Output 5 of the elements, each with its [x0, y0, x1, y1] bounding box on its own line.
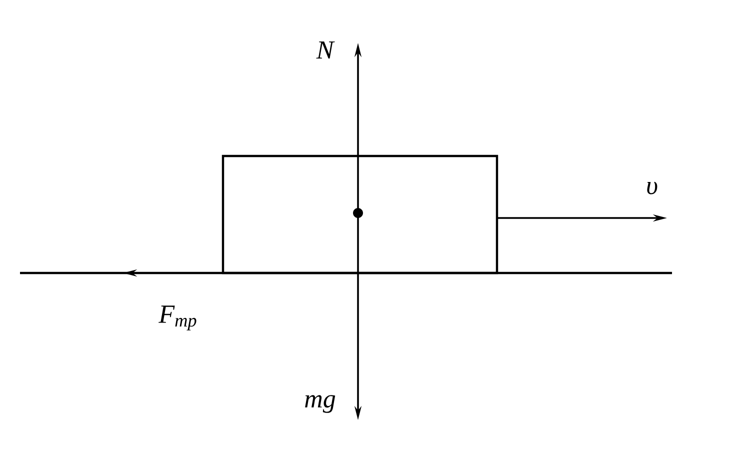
force-label: F$_{тр}$	[158, 306, 196, 330]
force-label: υ	[647, 182, 658, 194]
force-label: N	[316, 41, 335, 59]
force-label: mg	[305, 395, 336, 413]
block	[222, 154, 498, 274]
